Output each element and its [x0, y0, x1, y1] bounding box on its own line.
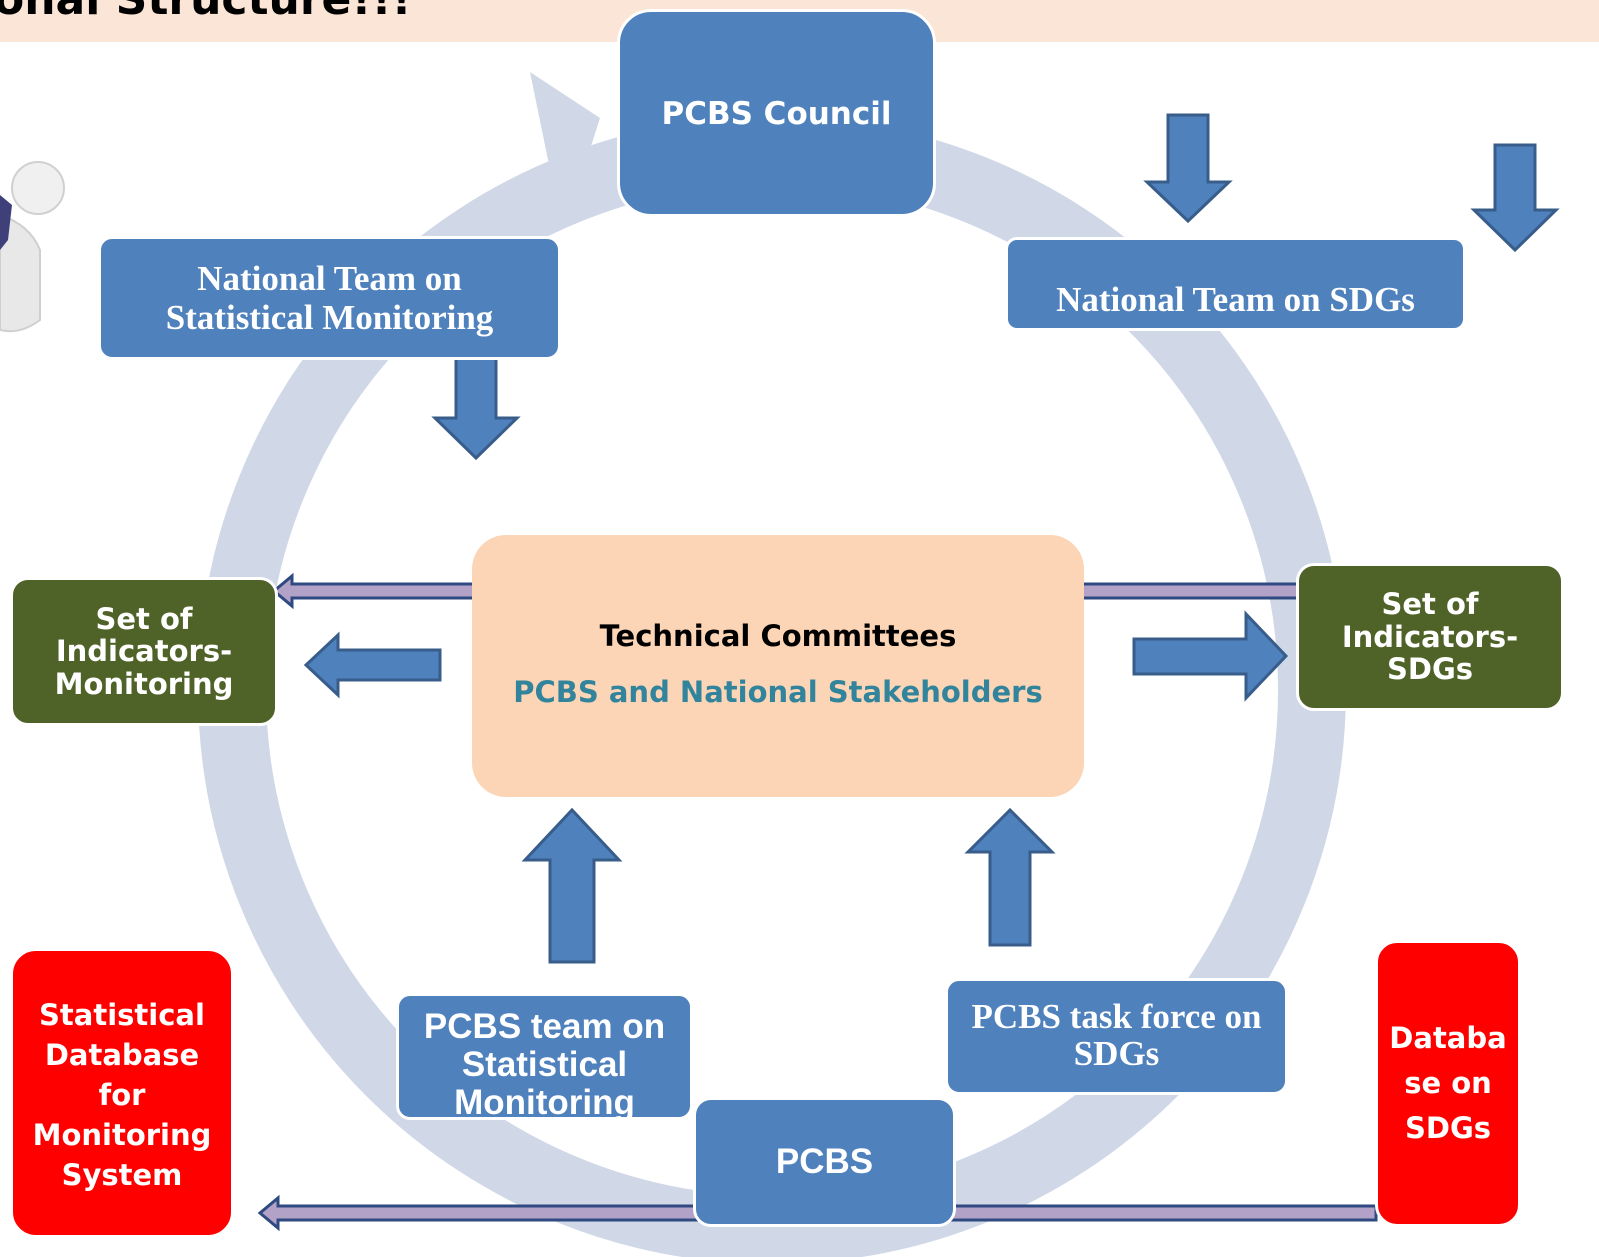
- national-team-monitoring-line1: National Team on: [197, 258, 462, 298]
- database-sdgs-box: Databa se on SDGs: [1375, 940, 1521, 1227]
- arrow-up-sdgs-icon: [964, 807, 1056, 947]
- national-team-monitoring-box: National Team on Statistical Monitoring: [98, 236, 561, 360]
- pcbs-taskforce-line2: SDGs: [1073, 1033, 1160, 1073]
- pcbs-team-monitoring-line2: Statistical: [461, 1044, 628, 1084]
- arrow-down-right-edge-icon: [1470, 143, 1560, 253]
- pcbs-team-monitoring-box: PCBS team on Statistical Monitoring: [396, 993, 693, 1120]
- database-monitoring-line2: Database: [44, 1038, 200, 1073]
- technical-committees-title: Technical Committees: [599, 619, 957, 653]
- database-monitoring-line5: System: [61, 1158, 183, 1193]
- pcbs-taskforce-sdgs-box: PCBS task force on SDGs: [945, 978, 1288, 1095]
- national-team-sdgs-box: National Team on SDGs: [1005, 237, 1466, 331]
- indicators-sdgs-line1: Set of: [1381, 587, 1479, 622]
- database-monitoring-box: Statistical Database for Monitoring Syst…: [10, 948, 234, 1238]
- indicators-sdgs-line2: Indicators-: [1341, 619, 1519, 654]
- indicators-sdgs-line3: SDGs: [1386, 652, 1474, 687]
- indicators-monitoring-box: Set of Indicators- Monitoring: [10, 577, 278, 726]
- database-sdgs-line2: se on: [1404, 1066, 1492, 1101]
- pcbs-team-monitoring-line1: PCBS team on: [423, 1007, 666, 1046]
- database-monitoring-line4: Monitoring: [32, 1118, 212, 1153]
- pcbs-taskforce-line1: PCBS task force on: [971, 997, 1262, 1036]
- indicators-monitoring-line3: Monitoring: [54, 666, 234, 701]
- pcbs-box: PCBS: [693, 1097, 956, 1227]
- database-sdgs-line3: SDGs: [1404, 1110, 1492, 1145]
- arrow-down-monitoring-icon: [431, 353, 521, 461]
- technical-committees-subtitle: PCBS and National Stakeholders: [513, 675, 1043, 709]
- arrow-right-icon: [1132, 610, 1289, 702]
- indicators-sdgs-box: Set of Indicators- SDGs: [1296, 563, 1564, 711]
- national-team-monitoring-line2: Statistical Monitoring: [165, 298, 494, 337]
- person-figure-icon: [0, 161, 65, 333]
- pcbs-label: PCBS: [775, 1142, 874, 1181]
- pcbs-team-monitoring-line3: Monitoring: [454, 1082, 635, 1120]
- national-team-sdgs-label: National Team on SDGs: [1056, 280, 1415, 319]
- indicators-monitoring-line2: Indicators-: [55, 634, 233, 669]
- database-monitoring-line1: Statistical: [39, 998, 205, 1032]
- indicators-monitoring-line1: Set of: [95, 601, 193, 636]
- arrow-up-monitoring-icon: [521, 807, 623, 964]
- pcbs-council-box: PCBS Council: [617, 9, 936, 217]
- arrow-left-icon: [303, 631, 442, 699]
- database-sdgs-line1: Databa: [1389, 1021, 1507, 1056]
- arrow-down-sdgs-icon: [1143, 113, 1233, 224]
- cycle-arrowhead-icon: [530, 72, 600, 206]
- page-title: onal Structure!!!: [0, 0, 412, 25]
- technical-committees-box: Technical Committees PCBS and National S…: [472, 535, 1084, 797]
- pcbs-council-label: PCBS Council: [661, 96, 892, 132]
- database-monitoring-line3: for: [98, 1078, 146, 1113]
